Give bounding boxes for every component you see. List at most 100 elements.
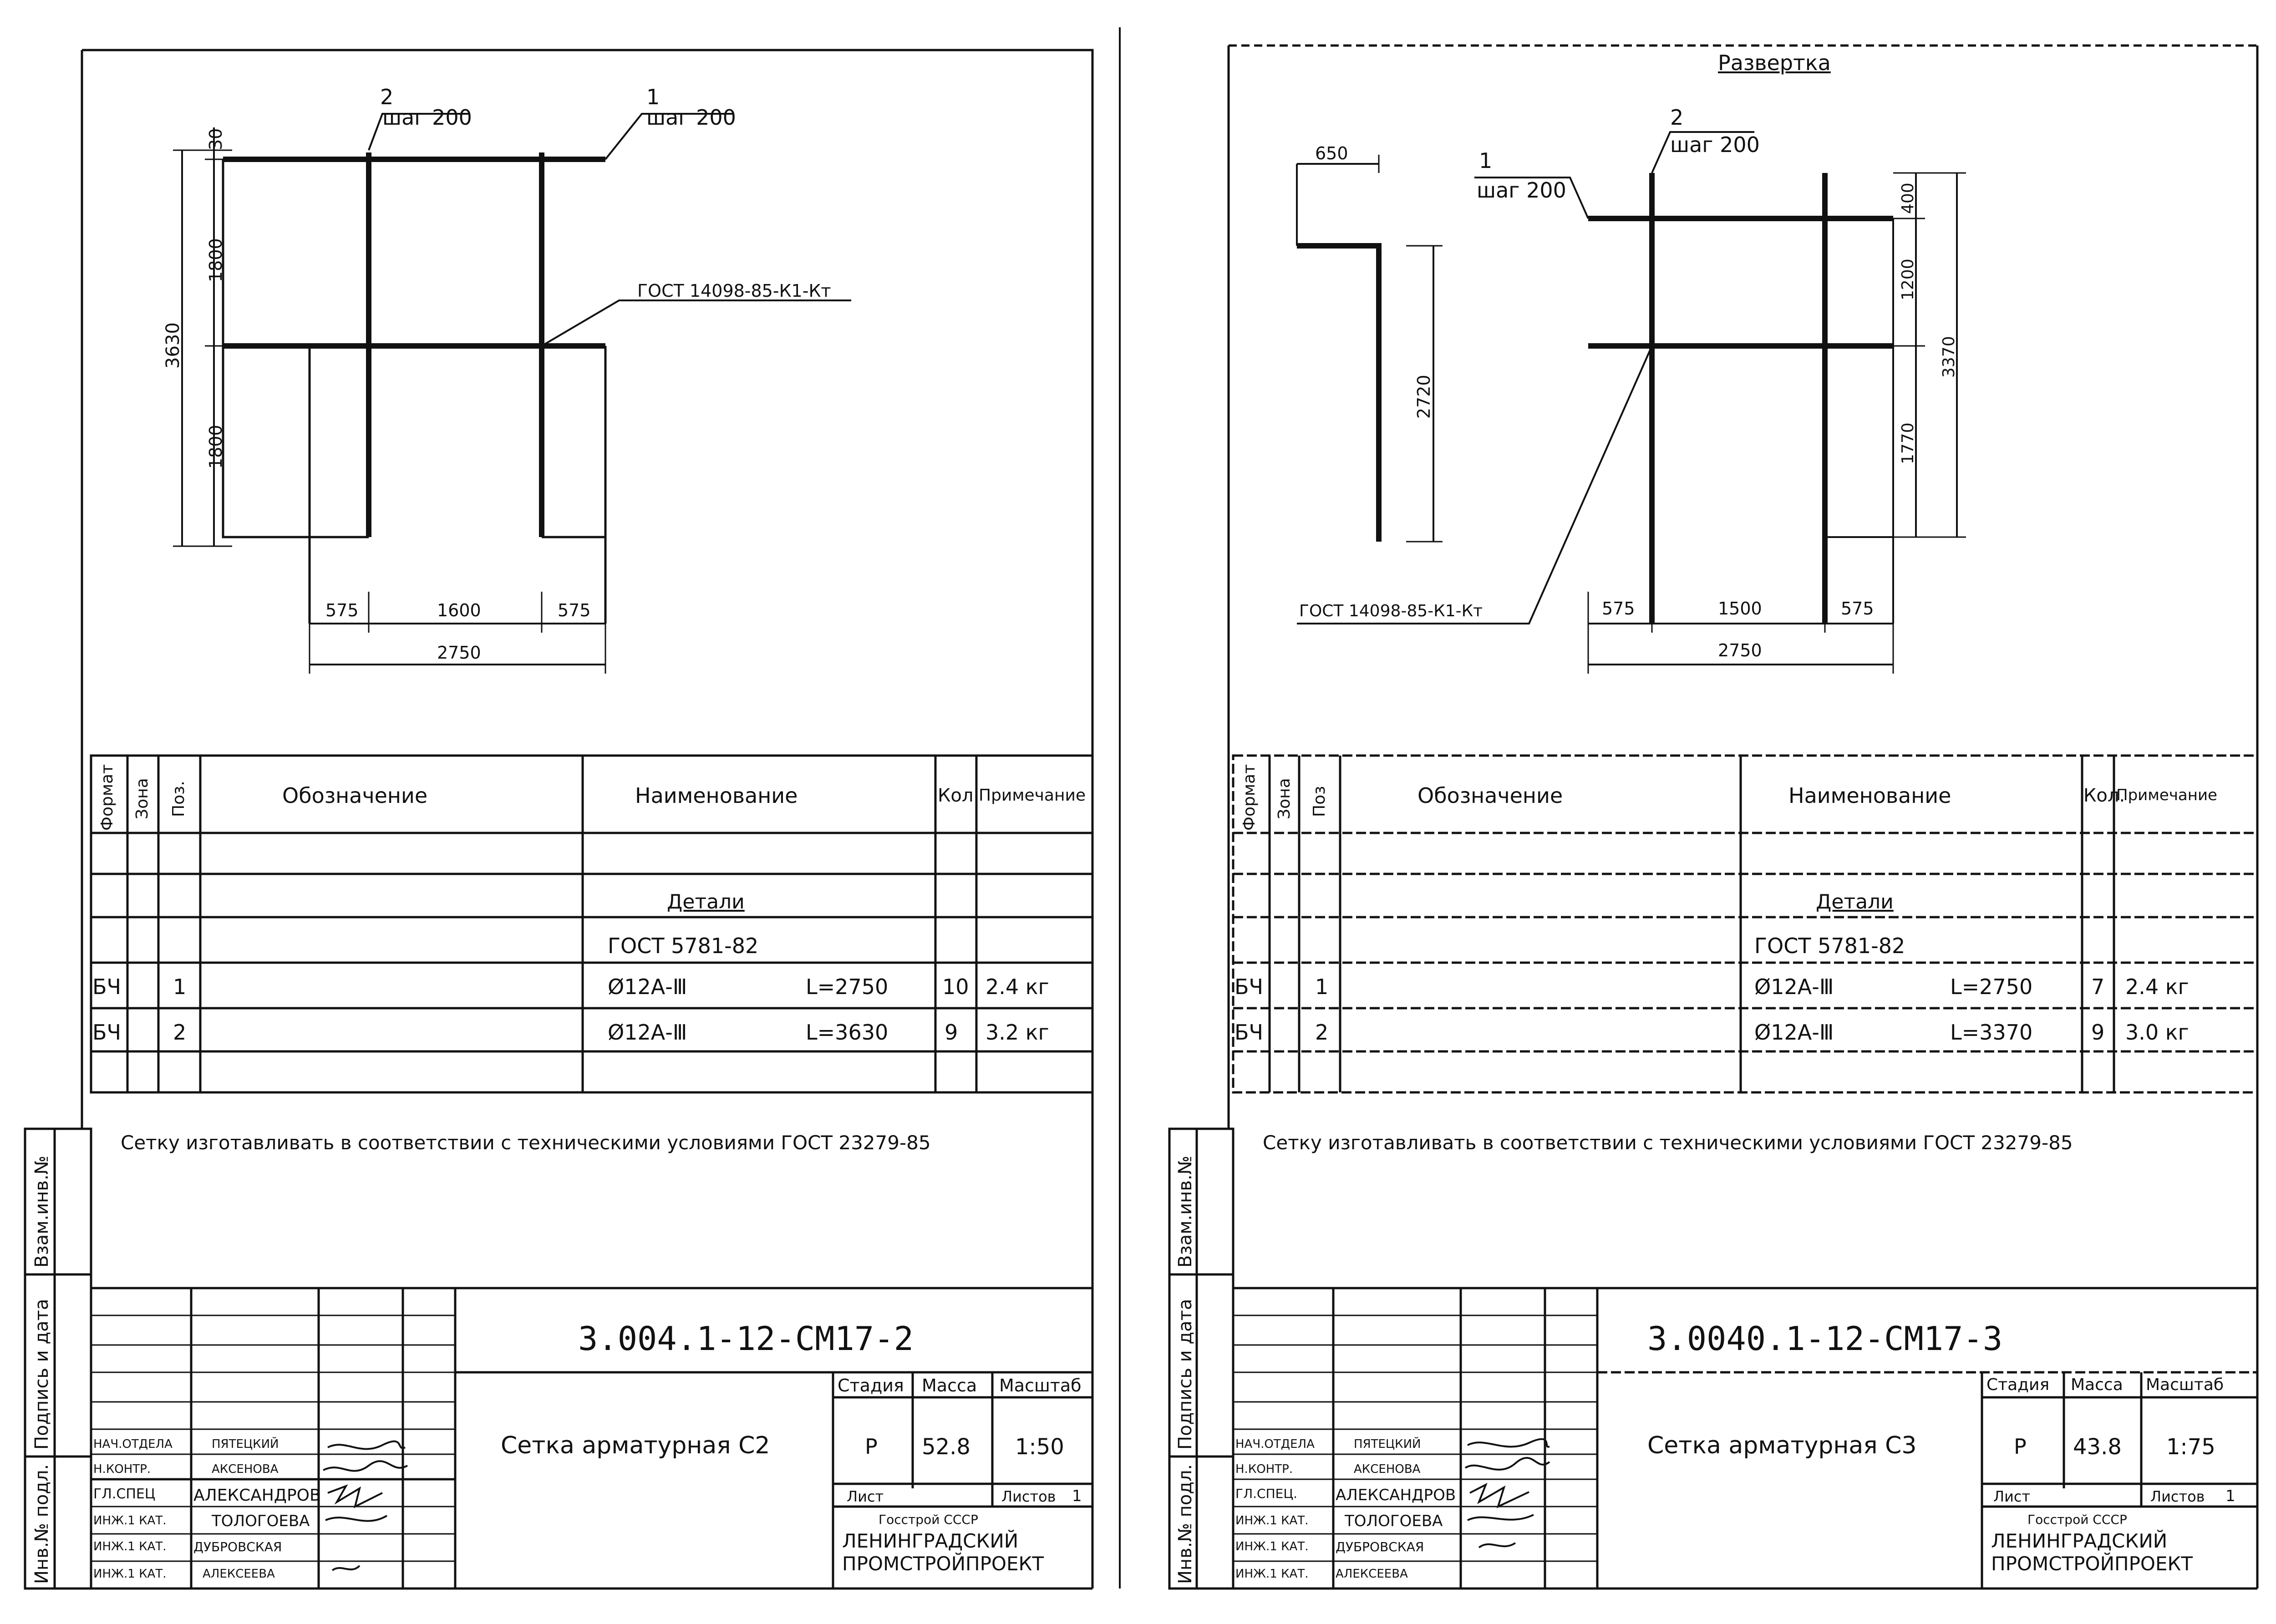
spec-header-pos: Поз bbox=[1310, 786, 1329, 817]
sheets-label: Листов bbox=[2150, 1488, 2205, 1505]
spec-section-details: Детали bbox=[667, 890, 745, 914]
spec-row-pos: 2 bbox=[1315, 1020, 1329, 1045]
scale-value: 1:75 bbox=[2166, 1434, 2215, 1460]
dim-1770: 1770 bbox=[1899, 422, 1917, 464]
stamp-person: АЛЕКСЕЕВА bbox=[1336, 1567, 1408, 1581]
spec-row-note: 3.0 кг bbox=[2125, 1020, 2189, 1045]
spec-row-pos: 1 bbox=[1315, 974, 1329, 999]
manufacturing-note: Сетку изготавливать в соответствии с тех… bbox=[1263, 1132, 2073, 1154]
dim-2750: 2750 bbox=[437, 643, 481, 663]
dim-1800-top: 1800 bbox=[206, 238, 226, 282]
pos1-step-label: шаг 200 bbox=[1477, 178, 1566, 203]
sheets-count: 1 bbox=[2225, 1487, 2235, 1505]
org-ministry: Госстрой СССР bbox=[879, 1512, 978, 1527]
stamp-person: АЛЕКСЕЕВА bbox=[203, 1567, 275, 1581]
dim-1200: 1200 bbox=[1899, 259, 1917, 300]
stamp-role: ИНЖ.1 КАТ. bbox=[1235, 1540, 1309, 1553]
dim-3630: 3630 bbox=[163, 322, 183, 369]
org-name-1: ЛЕНИНГРАДСКИЙ bbox=[1991, 1530, 2168, 1552]
stamp-role: НАЧ.ОТДЕЛА bbox=[1235, 1437, 1315, 1451]
dim-575-left: 575 bbox=[325, 600, 359, 620]
mass-value: 52.8 bbox=[922, 1434, 970, 1460]
stamp-role: ГЛ.СПЕЦ. bbox=[1235, 1486, 1297, 1501]
stamp-person: ДУБРОВСКАЯ bbox=[193, 1539, 282, 1554]
stamp-person: АЛЕКСАНДРОВ bbox=[1336, 1486, 1456, 1504]
stamp-role: НАЧ.ОТДЕЛА bbox=[93, 1437, 173, 1451]
pos1-step-label: шаг 200 bbox=[646, 105, 736, 130]
scale-label: Масштаб bbox=[999, 1375, 1082, 1396]
signature-marks bbox=[323, 1440, 408, 1571]
dim-575-left: 575 bbox=[1602, 599, 1635, 619]
stamp-person: АКСЕНОВА bbox=[1354, 1462, 1421, 1476]
pos2-label: 2 bbox=[1670, 105, 1684, 130]
document-title: Сетка арматурная С2 bbox=[501, 1432, 770, 1459]
side-label-inv-podl: Инв.№ подл. bbox=[31, 1464, 52, 1584]
dim-30: 30 bbox=[206, 128, 226, 150]
spec-row-name: Ø12А-Ⅲ bbox=[608, 974, 687, 999]
dim-1600: 1600 bbox=[437, 600, 481, 620]
scale-value: 1:50 bbox=[1015, 1434, 1064, 1460]
spec-row-pos: 1 bbox=[173, 974, 187, 999]
spec-row-qty: 7 bbox=[2091, 974, 2105, 999]
dim-575-right: 575 bbox=[1841, 599, 1874, 619]
stage-value: Р bbox=[865, 1434, 878, 1459]
spec-row-name: Ø12А-Ⅲ bbox=[1754, 974, 1834, 999]
spec-row-note: 2.4 кг bbox=[2125, 974, 2189, 999]
sheet-label: Лист bbox=[1993, 1488, 2031, 1505]
dim-400: 400 bbox=[1899, 183, 1917, 214]
stamp-role: ГЛ.СПЕЦ bbox=[93, 1486, 156, 1502]
mass-label: Масса bbox=[2071, 1375, 2123, 1394]
dim-575-right: 575 bbox=[558, 600, 591, 620]
stamp-person: ПЯТЕЦКИЙ bbox=[212, 1437, 279, 1451]
spec-row-format: БЧ bbox=[1235, 974, 1264, 999]
spec-standard: ГОСТ 5781-82 bbox=[608, 934, 759, 958]
manufacturing-note: Сетку изготавливать в соответствии с тех… bbox=[121, 1132, 931, 1154]
pos2-label: 2 bbox=[380, 85, 394, 109]
dim-3370: 3370 bbox=[1940, 336, 1958, 378]
mass-value: 43.8 bbox=[2073, 1434, 2122, 1460]
org-name-2: ПРОМСТРОЙПРОЕКТ bbox=[842, 1553, 1044, 1575]
sheet-left: 2 шаг 200 1 шаг 200 ГОСТ 14098-85-К1-Кт … bbox=[24, 27, 1121, 1590]
right-sheet-linework bbox=[1168, 44, 2259, 1590]
spec-header-format: Формат bbox=[1240, 764, 1259, 831]
stamp-person: АЛЕКСАНДРОВ bbox=[193, 1486, 321, 1505]
signature-marks bbox=[1464, 1438, 1550, 1548]
spec-row-length: L=2750 bbox=[1950, 974, 2033, 999]
spec-header-note: Примечание bbox=[2116, 786, 2217, 804]
spec-header-pos: Поз. bbox=[169, 781, 188, 817]
stamp-role: ИНЖ.1 КАТ. bbox=[1235, 1567, 1309, 1581]
weld-gost-label: ГОСТ 14098-85-К1-Кт bbox=[1299, 602, 1483, 620]
dim-1800-bottom: 1800 bbox=[206, 425, 226, 469]
spec-row-note: 2.4 кг bbox=[986, 974, 1049, 999]
side-label-inv-podl: Инв.№ подл. bbox=[1175, 1464, 1196, 1584]
weld-gost-label: ГОСТ 14098-85-К1-Кт bbox=[637, 281, 831, 301]
spec-header-name: Наименование bbox=[1788, 783, 1951, 808]
stamp-person: ТОЛОГОЕВА bbox=[1345, 1512, 1443, 1530]
spec-row-format: БЧ bbox=[1235, 1020, 1264, 1045]
dim-2720: 2720 bbox=[1414, 375, 1434, 419]
stamp-role: ИНЖ.1 КАТ. bbox=[93, 1514, 167, 1528]
spec-row-qty: 10 bbox=[942, 974, 969, 999]
pos2-step-label: шаг 200 bbox=[1670, 132, 1760, 157]
spec-row-pos: 2 bbox=[173, 1020, 187, 1045]
spec-section-details: Детали bbox=[1816, 890, 1894, 914]
stamp-person: ТОЛОГОЕВА bbox=[212, 1512, 310, 1530]
spec-row-name: Ø12А-Ⅲ bbox=[608, 1020, 687, 1045]
spec-standard: ГОСТ 5781-82 bbox=[1754, 934, 1905, 958]
dim-650: 650 bbox=[1315, 143, 1348, 163]
spec-header-qty: Кол. bbox=[2083, 785, 2125, 806]
stage-label: Стадия bbox=[838, 1375, 904, 1396]
left-sheet-linework bbox=[24, 27, 1121, 1590]
stamp-person: ПЯТЕЦКИЙ bbox=[1354, 1437, 1421, 1451]
document-code: 3.0040.1-12-СМ17-3 bbox=[1647, 1320, 2003, 1358]
spec-header-note: Примечание bbox=[979, 786, 1086, 805]
pos1-label: 1 bbox=[1479, 148, 1493, 173]
spec-row-qty: 9 bbox=[945, 1020, 958, 1045]
spec-header-zone: Зона bbox=[133, 778, 152, 819]
spec-row-name: Ø12А-Ⅲ bbox=[1754, 1020, 1834, 1045]
side-label-podpis: Подпись и дата bbox=[31, 1299, 52, 1450]
stamp-role: ИНЖ.1 КАТ. bbox=[93, 1567, 167, 1581]
document-title: Сетка арматурная С3 bbox=[1647, 1432, 1917, 1459]
stage-value: Р bbox=[2014, 1434, 2027, 1459]
dim-1500: 1500 bbox=[1718, 599, 1762, 619]
